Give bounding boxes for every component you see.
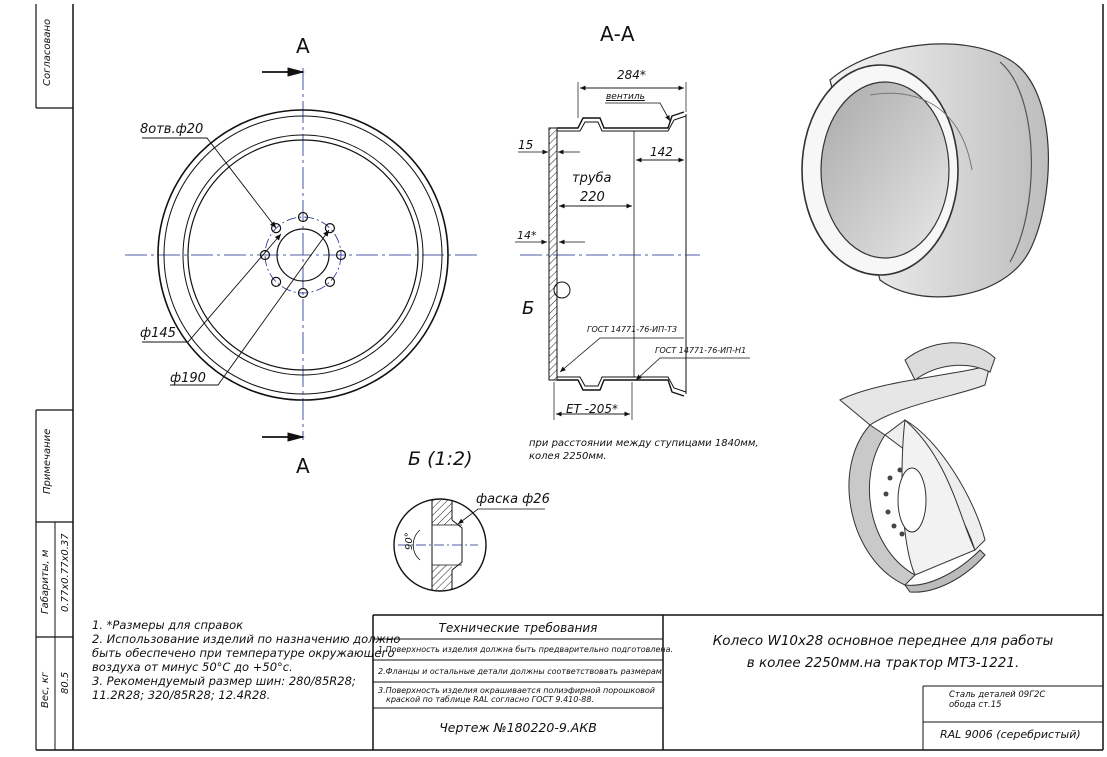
section-view [515,82,750,420]
weight-value: 80.5 [60,671,71,694]
product-name-line1: Колесо W10x28 основное переднее для рабо… [712,633,1054,649]
detail-title: Б (1:2) [408,448,473,470]
general-notes: 1. *Размеры для справок 2. Использование… [92,618,400,702]
dims-label: Габариты, м [40,549,51,614]
note-2c: воздуха от минус 50°С до +50°с. [92,660,293,674]
note-3b: 11.2R28; 320/85R28; 12.4R28. [92,688,271,702]
approved-label: Согласовано [42,18,53,86]
detail-letter: Б [522,298,535,319]
tech-req-1: 1.Поверхность изделия должна быть предва… [378,645,674,654]
tube-value: 220 [580,190,605,205]
angle-label: 90° [404,532,415,550]
dim-284: 284* [617,68,646,82]
section-letter-top: А [296,34,310,58]
dim-14: 14* [517,229,537,242]
valve-label: вентиль [606,92,645,102]
hub-note-line1: при расстоянии между ступицами 1840мм, [529,438,759,449]
d190-label: ф190 [170,371,206,386]
material-line2: обода ст.15 [949,700,1002,710]
note-3a: 3. Рекомендуемый размер шин: 280/85R28; [92,674,356,688]
chamfer-label: фаска ф26 [476,492,550,507]
section-3d-render [839,342,996,593]
tech-req-3b: краской по таблице RAL согласно ГОСТ 9.4… [386,695,594,704]
note-2a: 2. Использование изделий по назначению д… [92,632,401,646]
et-label: ET -205* [566,402,618,416]
hub-note: при расстоянии между ступицами 1840мм, к… [529,437,759,463]
dims-value: 0.77x0.77x0.37 [60,533,71,612]
holes-label: 8отв.ф20 [140,122,204,137]
tech-req-title: Технические требования [438,621,598,635]
frame [35,4,1104,751]
hub-note-line2: колея 2250мм. [529,451,607,462]
gost-t3-label: ГОСТ 14771-76-ИП-Т3 [587,325,678,334]
title-block-lines [372,614,1103,750]
section-letter-bottom: А [296,454,310,478]
paint-color: RAL 9006 (серебристый) [940,728,1081,741]
d145-label: ф145 [140,326,176,341]
remarks-label: Примечание [42,428,53,494]
tech-req-2: 2.Фланцы и остальные детали должны соотв… [378,667,665,676]
tube-word: труба [572,171,612,186]
dim-142: 142 [650,145,673,159]
front-view [125,67,480,442]
product-name-line2: в колее 2250мм.на трактор МТЗ-1221. [746,655,1020,671]
tech-req-3a: 3.Поверхность изделия окрашивается полиэ… [378,686,655,695]
dim-15: 15 [518,138,534,152]
drawing-number: Чертеж №180220-9.АКВ [439,720,597,735]
detail-view [393,498,545,592]
weight-label: Вес, кг [40,671,51,708]
material: Сталь деталей 09Г2С обода ст.15 [949,690,1045,710]
note-2b: быть обеспечено при температуре окружающ… [92,646,395,660]
gost-n1-label: ГОСТ 14771-76-ИП-Н1 [655,346,747,355]
section-title: А-А [600,22,635,46]
product-name: Колесо W10x28 основное переднее для рабо… [663,630,1103,674]
material-line1: Сталь деталей 09Г2С [949,690,1046,700]
note-1: 1. *Размеры для справок [92,618,244,632]
wheel-3d-render [801,43,1049,298]
